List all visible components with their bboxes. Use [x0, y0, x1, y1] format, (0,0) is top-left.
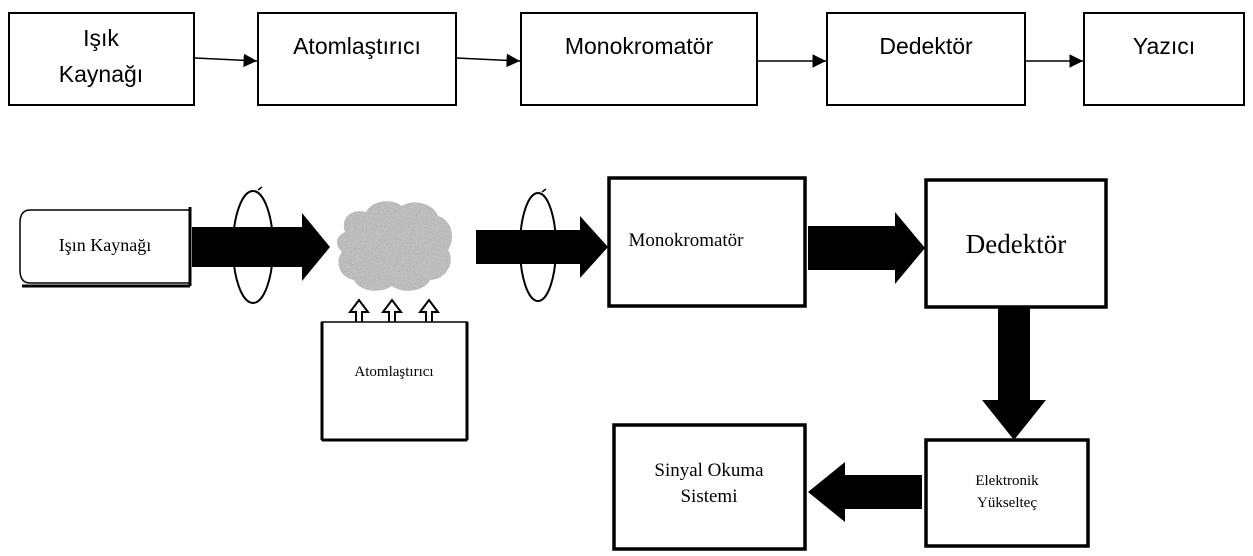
- atomizer-arrows: [348, 298, 440, 322]
- up-arrow-2: [381, 298, 403, 322]
- chopper-ellipse-1: [232, 190, 274, 304]
- atom-cloud: [336, 201, 453, 291]
- amplifier-label-line2: Yükselteç: [977, 495, 1037, 511]
- readout-label-line1: Sinyal Okuma: [654, 460, 764, 481]
- light-source-label: Işın Kaynağı: [59, 235, 151, 255]
- detector-box: Dedektör: [924, 178, 1108, 309]
- signal-arrow-down: [982, 307, 1046, 440]
- light-source-box: Işın Kaynağı: [19, 207, 192, 288]
- up-arrow-3: [418, 298, 440, 322]
- up-arrow-1: [348, 298, 370, 322]
- top-box-atomizer: Atomlaştırıcı: [257, 12, 457, 106]
- top-box-monochromator-label: Monokromatör: [565, 33, 714, 59]
- top-box-light-source: Işık Kaynağı: [8, 12, 195, 106]
- beam-arrow-3: [808, 212, 925, 284]
- signal-arrow-left: [808, 462, 922, 522]
- readout-label-line2: Sistemi: [680, 486, 737, 507]
- amplifier-label-line1: Elektronik: [975, 473, 1039, 489]
- top-box-atomizer-label: Atomlaştırıcı: [293, 33, 421, 59]
- beam-arrow-1: [192, 213, 330, 281]
- top-flowchart: Işık Kaynağı Atomlaştırıcı Monokromatör …: [8, 12, 1245, 106]
- bottom-diagram: Işın Kaynağı Atomlaştırıcı: [19, 176, 1108, 551]
- monochromator-label: Monokromatör: [628, 230, 744, 251]
- top-box-detector-label: Dedektör: [879, 33, 973, 59]
- top-arrow-1: [194, 53, 258, 68]
- amplifier-box: Elektronik Yükselteç: [924, 438, 1090, 548]
- detector-label: Dedektör: [966, 229, 1066, 259]
- atomizer-box: Atomlaştırıcı: [320, 321, 469, 442]
- top-box-printer-label: Yazıcı: [1133, 33, 1195, 59]
- top-box-light-source-line2: Kaynağı: [59, 61, 143, 87]
- top-arrow-2: [455, 53, 521, 68]
- top-box-monochromator: Monokromatör: [520, 12, 758, 106]
- readout-box: Sinyal Okuma Sistemi: [612, 423, 807, 551]
- chopper-ellipse-2: [519, 192, 557, 302]
- top-box-printer: Yazıcı: [1083, 12, 1245, 106]
- top-box-light-source-line1: Işık: [83, 25, 119, 51]
- monochromator-box: Monokromatör: [607, 176, 807, 308]
- top-box-detector: Dedektör: [826, 12, 1026, 106]
- beam-arrow-2: [476, 216, 608, 278]
- atomizer-label: Atomlaştırıcı: [354, 364, 433, 380]
